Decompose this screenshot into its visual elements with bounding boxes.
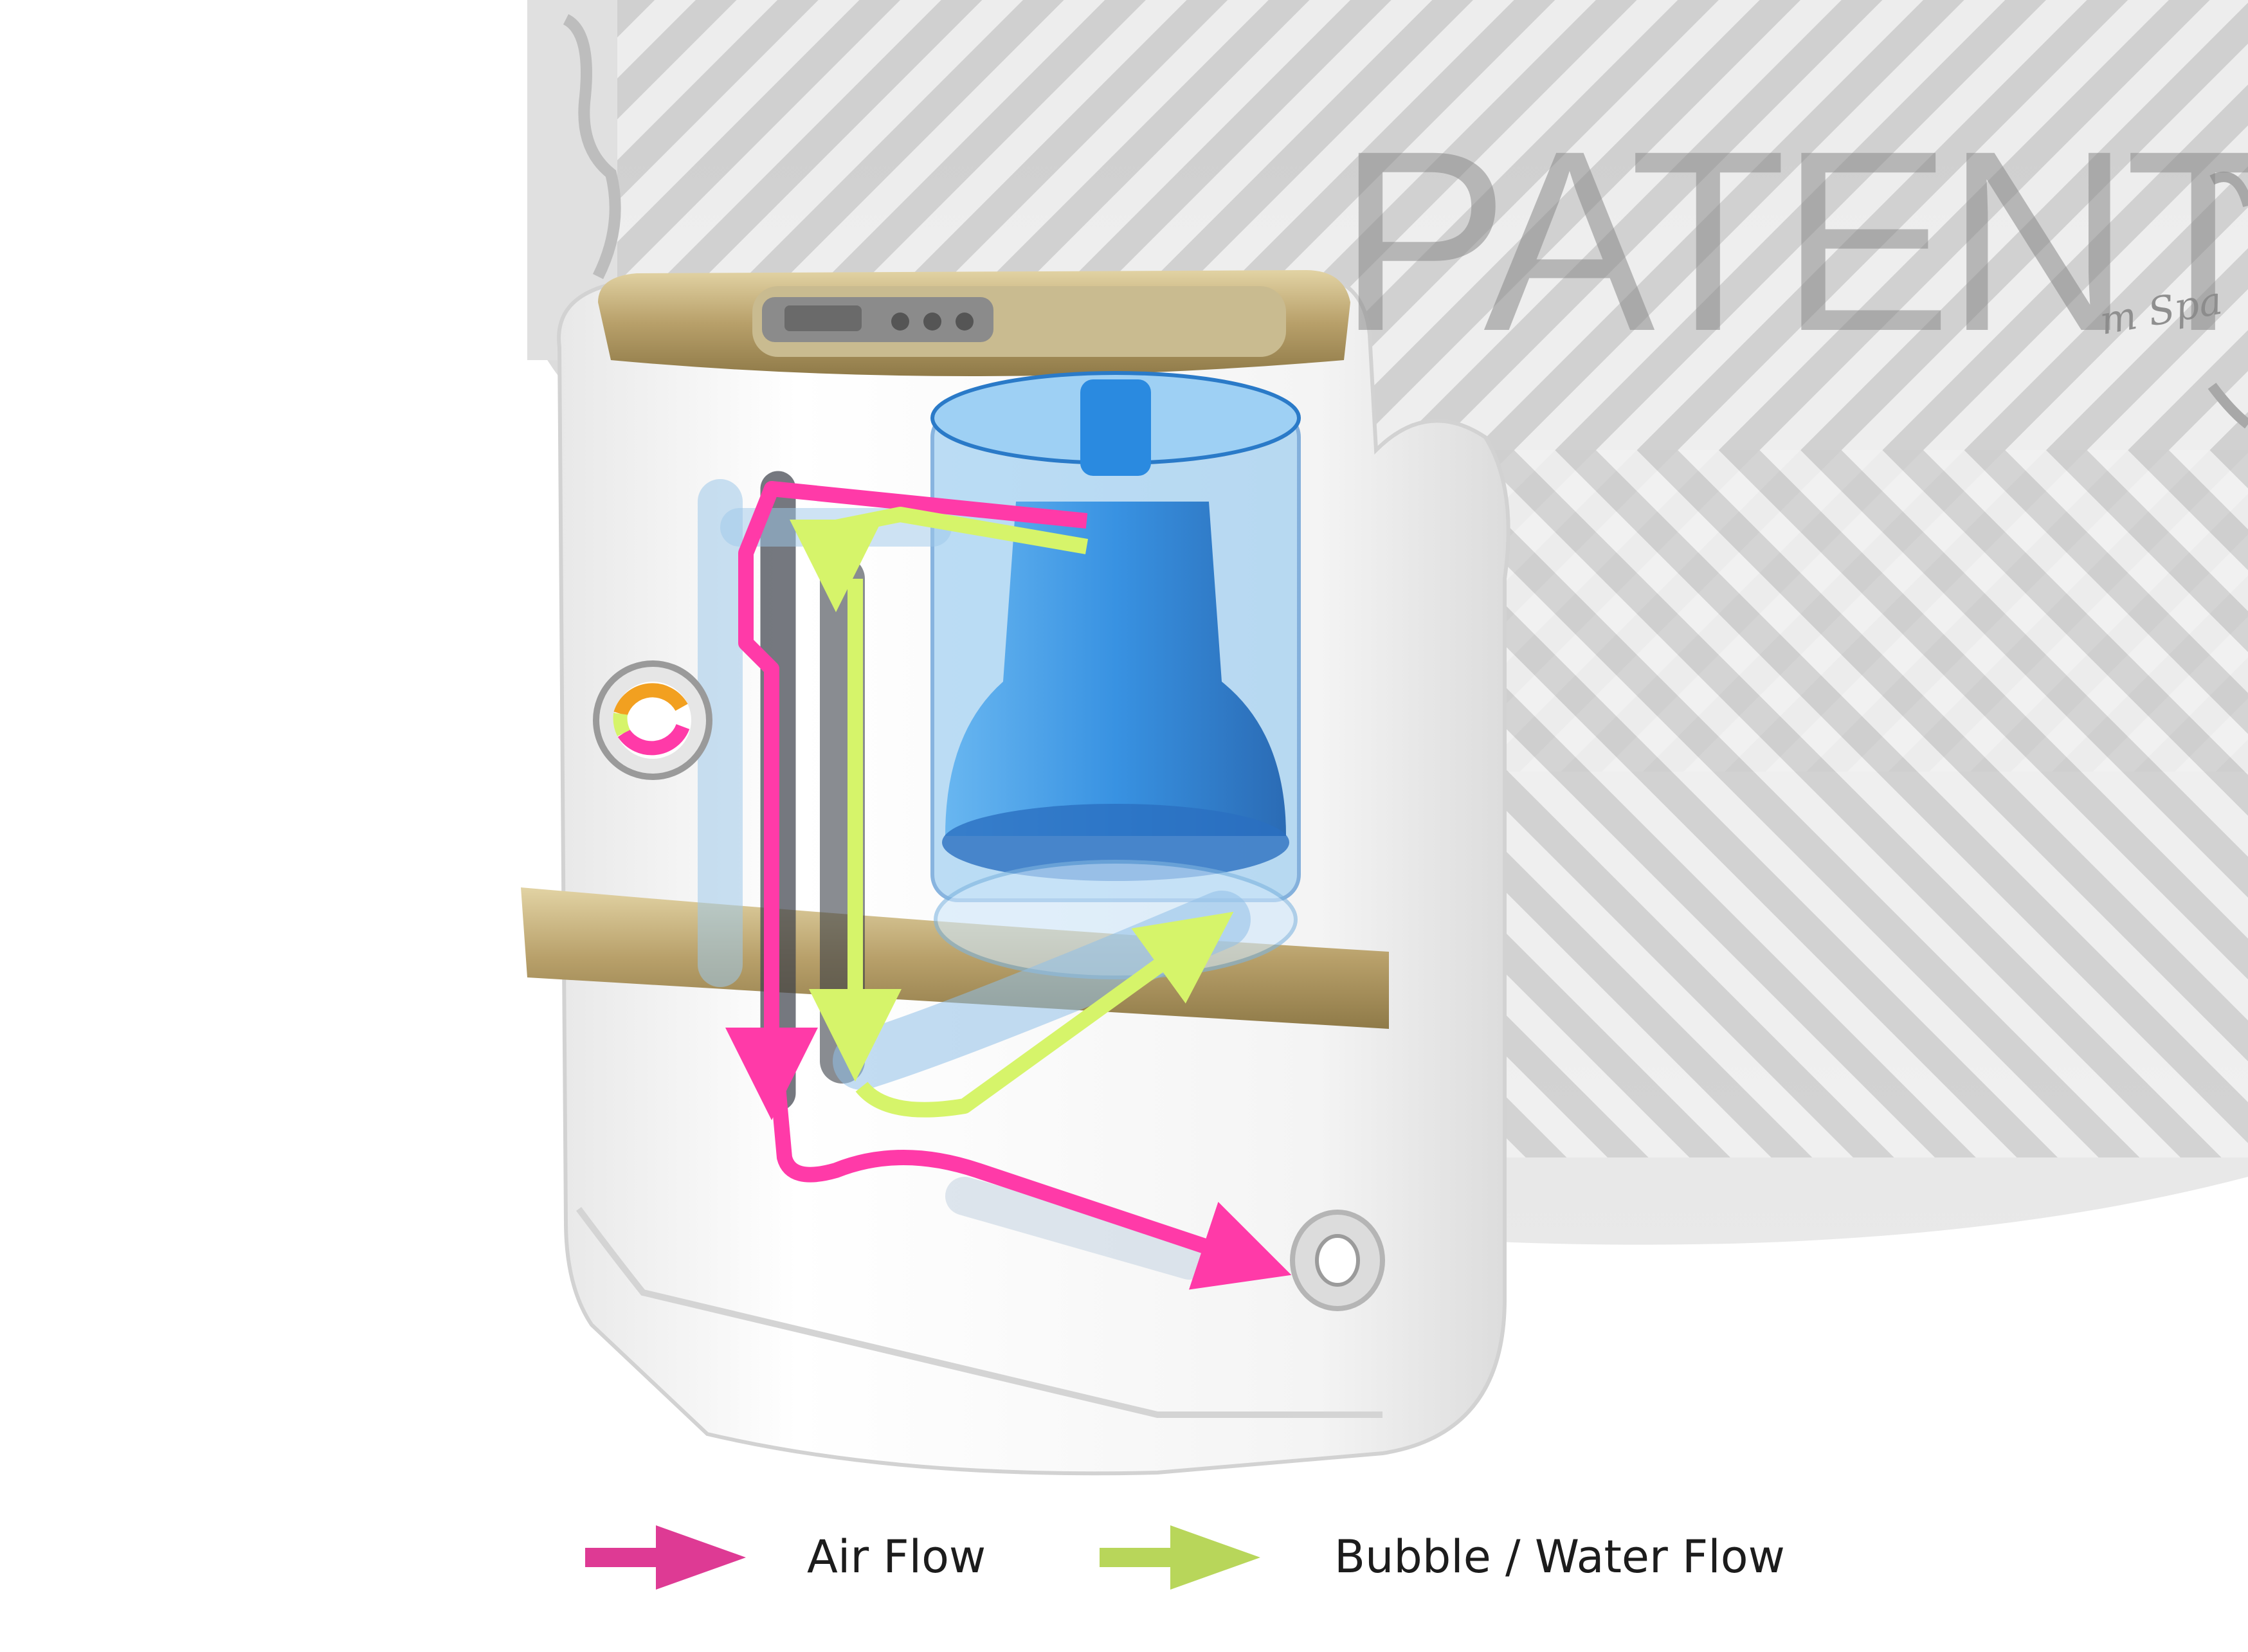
legend-air-flow-label: Air Flow bbox=[807, 1530, 986, 1583]
patent-watermark: PATENT bbox=[1337, 97, 2248, 385]
flow-indicator-icon bbox=[593, 660, 712, 780]
legend-air-flow-arrow bbox=[585, 1525, 746, 1590]
water-flow-path bbox=[790, 507, 1234, 1118]
legend-water-flow-arrow bbox=[1100, 1525, 1260, 1590]
blower-chamber bbox=[930, 371, 1301, 979]
legend-water-flow-label: Bubble / Water Flow bbox=[1334, 1530, 1785, 1583]
control-panel bbox=[762, 297, 993, 342]
air-flow-path bbox=[725, 481, 1292, 1290]
